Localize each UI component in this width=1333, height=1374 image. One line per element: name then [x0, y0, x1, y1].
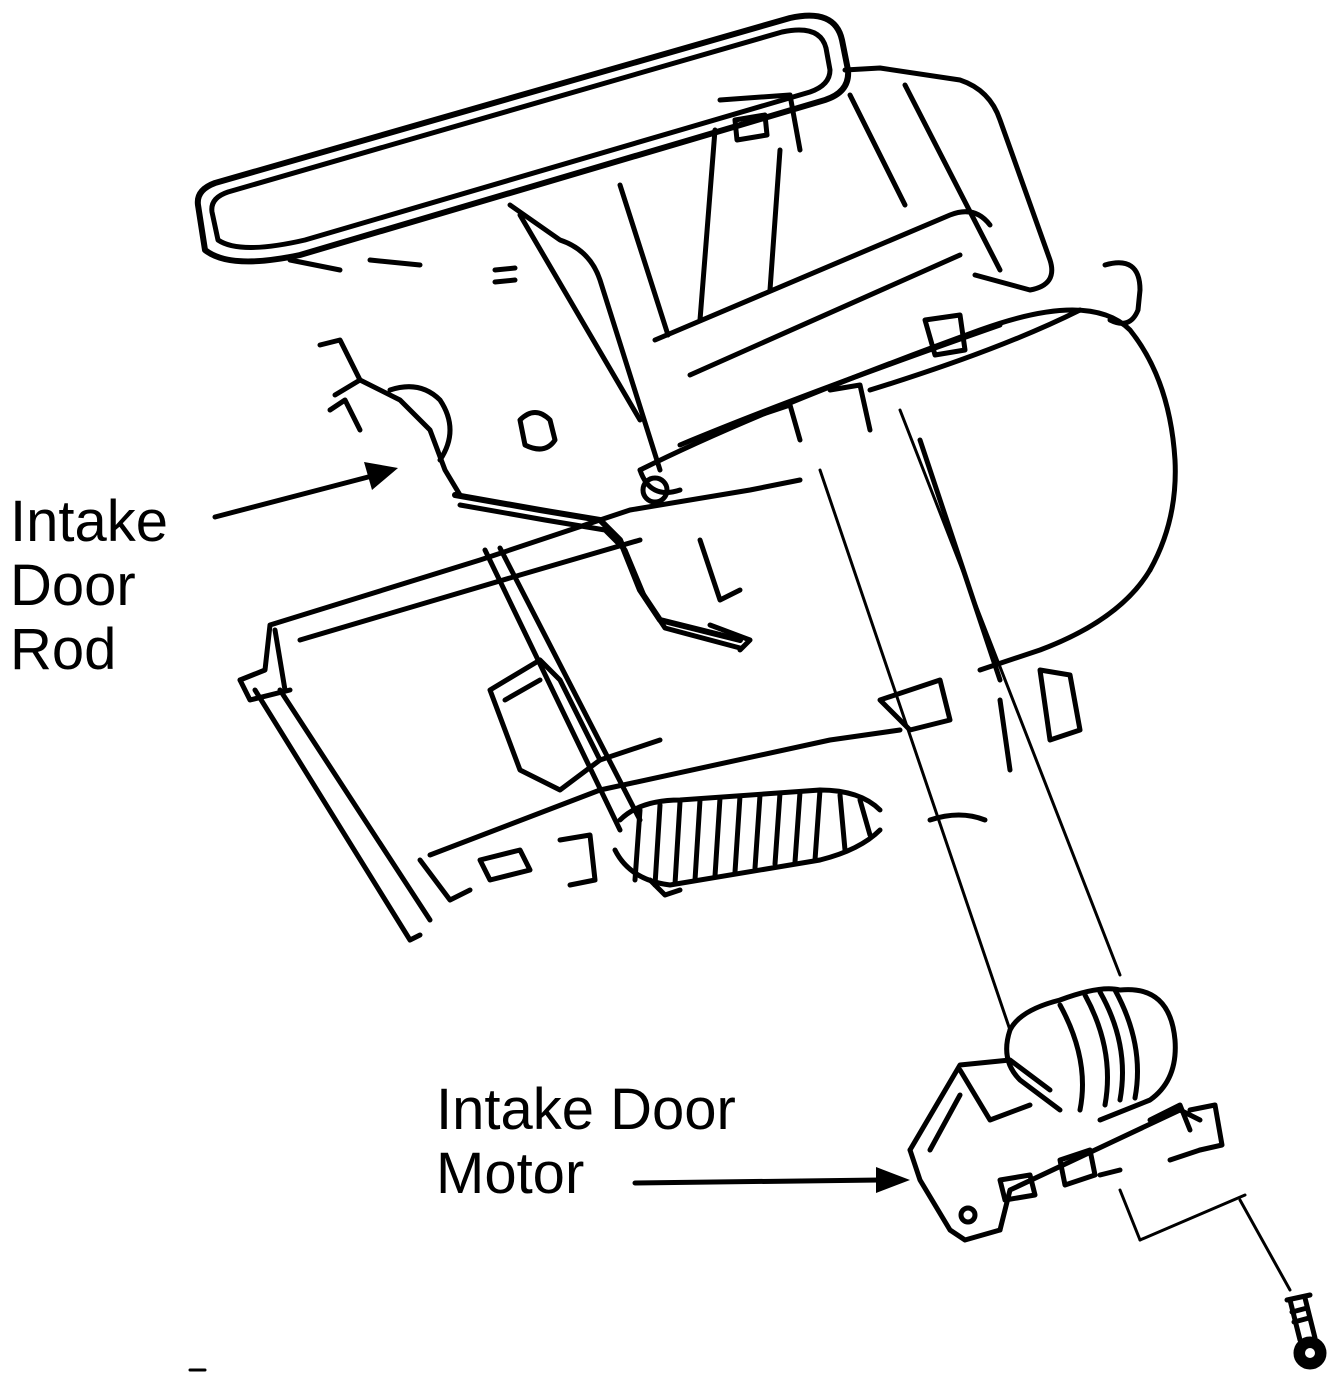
intake-door-motor-label: Intake Door Motor: [436, 1078, 736, 1206]
intake-door-motor: [907, 986, 1225, 1243]
intake-door-rod: [317, 337, 753, 653]
blower-scroll: [637, 307, 1178, 773]
motor-leader-line: [632, 1177, 883, 1186]
motor-arrowhead: [876, 1167, 910, 1193]
upper-housing: [287, 65, 1143, 473]
intake-door-rod-label: Intake Door Rod: [10, 490, 168, 682]
alignment-guide-lines: [818, 408, 1292, 1292]
label-line: Intake Door: [436, 1077, 736, 1142]
label-line: Rod: [10, 617, 117, 682]
label-line: Door: [10, 553, 136, 618]
rod-arrowhead: [364, 462, 398, 490]
lower-case: [237, 477, 988, 943]
wiring-harness: [477, 787, 883, 898]
mounting-screw: [1284, 1292, 1327, 1370]
label-line: Motor: [436, 1141, 585, 1206]
label-line: Intake: [10, 489, 168, 554]
rod-leader-line: [212, 473, 375, 520]
leader-arrows: [212, 462, 910, 1193]
